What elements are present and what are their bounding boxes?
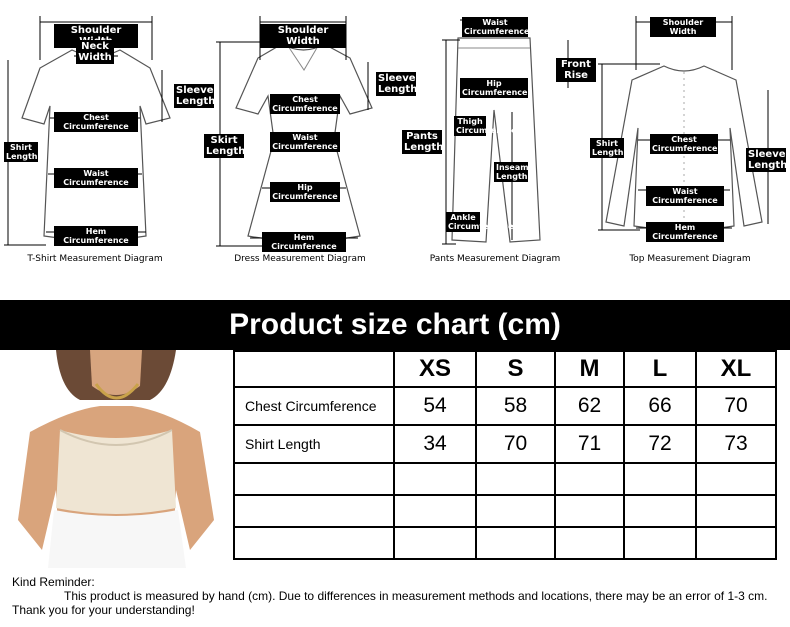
table-cell	[554, 462, 625, 496]
table-cell	[393, 494, 477, 528]
table-cell: 54	[393, 386, 477, 426]
table-cell: 62	[554, 386, 625, 426]
table-cell: 71	[554, 424, 625, 464]
label-hem-circumference: Hem Circumference	[646, 222, 724, 242]
label-sleeve-length: Sleeve Length	[376, 72, 418, 96]
label-chest-circumference: Chest Circumference	[270, 94, 340, 114]
table-cell	[623, 526, 697, 560]
label-waist-circumference: Waist Circumference	[54, 168, 138, 188]
label-waist-circumference: Waist Circumference	[270, 132, 340, 152]
label-chest-circumference: Chest Circumference	[54, 112, 138, 132]
pants-illustration	[442, 19, 569, 245]
table-cell	[475, 462, 556, 496]
label-pants-length: Pants Length	[402, 130, 444, 154]
dress-diagram: Shoulder Width Sleeve Length Chest Circu…	[200, 0, 417, 290]
label-chest-circumference: Chest Circumference	[650, 134, 718, 154]
label-shoulder-width: Shoulder Width	[260, 24, 346, 48]
label-hem-circumference: Hem Circumference	[54, 226, 138, 246]
reminder-body: This product is measured by hand (cm). D…	[12, 589, 768, 617]
label-waist-circumference: Waist Circumference	[462, 17, 530, 37]
label-hip-circumference: Hip Circumference	[460, 78, 528, 98]
table-cell	[554, 526, 625, 560]
size-header: L	[623, 350, 697, 388]
table-cell: 34	[393, 424, 477, 464]
measurement-diagrams: Shoulder Width Neck Width Sleeve Length …	[0, 0, 790, 290]
table-cell: 66	[623, 386, 697, 426]
table-cell	[695, 462, 777, 496]
model-illustration	[18, 350, 214, 568]
row-label	[233, 462, 395, 496]
label-inseam-length: Inseam Length	[494, 162, 529, 182]
table-cell	[623, 462, 697, 496]
size-header: S	[475, 350, 556, 388]
label-sleeve-length: Sleeve Length	[174, 84, 216, 108]
table-cell: 58	[475, 386, 556, 426]
row-label	[233, 494, 395, 528]
table-cell: 72	[623, 424, 697, 464]
size-header: XS	[393, 350, 477, 388]
tshirt-diagram: Shoulder Width Neck Width Sleeve Length …	[0, 0, 215, 290]
table-cell	[393, 462, 477, 496]
size-header: M	[554, 350, 625, 388]
table-cell	[695, 494, 777, 528]
label-hip-circumference: Hip Circumference	[270, 182, 340, 202]
label-shirt-length: Shirt Length	[4, 142, 38, 162]
table-row	[233, 462, 777, 496]
top-diagram: Shoulder Width Chest Circumference Shirt…	[590, 0, 790, 290]
table-cell	[623, 494, 697, 528]
label-thigh-circumference: Thigh Circumference	[454, 116, 521, 136]
table-row: Shirt Length 34 70 71 72 73	[233, 424, 777, 464]
table-cell	[475, 494, 556, 528]
size-chart-title: Product size chart (cm)	[0, 300, 790, 350]
caption-top: Top Measurement Diagram	[629, 254, 751, 264]
product-photo	[0, 350, 233, 568]
table-cell	[554, 494, 625, 528]
table-row: Chest Circumference 54 58 62 66 70	[233, 386, 777, 426]
caption-pants: Pants Measurement Diagram	[429, 254, 561, 264]
table-cell	[695, 526, 777, 560]
label-shirt-length: Shirt Length	[590, 138, 624, 158]
top-illustration	[598, 16, 769, 231]
table-cell	[475, 526, 556, 560]
label-skirt-length: Skirt Length	[204, 134, 246, 158]
size-table: XS S M L XL Chest Circumference 54 58 62…	[233, 350, 777, 560]
caption-dress: Dress Measurement Diagram	[234, 254, 366, 264]
size-header-row: XS S M L XL	[233, 350, 777, 388]
kind-reminder: Kind Reminder: This product is measured …	[12, 575, 782, 617]
table-cell	[393, 526, 477, 560]
table-row	[233, 526, 777, 560]
header-corner	[233, 350, 395, 388]
table-cell: 70	[695, 386, 777, 426]
label-front-rise: Front Rise	[556, 58, 596, 82]
caption-tshirt: T-Shirt Measurement Diagram	[27, 254, 163, 264]
table-cell: 70	[475, 424, 556, 464]
pants-diagram: Waist Circumference Front Rise Hip Circu…	[400, 0, 596, 290]
reminder-heading: Kind Reminder:	[12, 575, 95, 589]
label-shoulder-width: Shoulder Width	[650, 17, 716, 37]
label-ankle-circumference: Ankle Circumference	[446, 212, 514, 232]
table-cell: 73	[695, 424, 777, 464]
label-neck-width: Neck Width	[76, 40, 114, 64]
label-waist-circumference: Waist Circumference	[646, 186, 724, 206]
table-row	[233, 494, 777, 528]
row-label	[233, 526, 395, 560]
row-label: Shirt Length	[233, 424, 395, 464]
label-hem-circumference: Hem Circumference	[262, 232, 346, 252]
row-label: Chest Circumference	[233, 386, 395, 426]
label-sleeve-length: Sleeve Length	[746, 148, 788, 172]
size-header: XL	[695, 350, 777, 388]
